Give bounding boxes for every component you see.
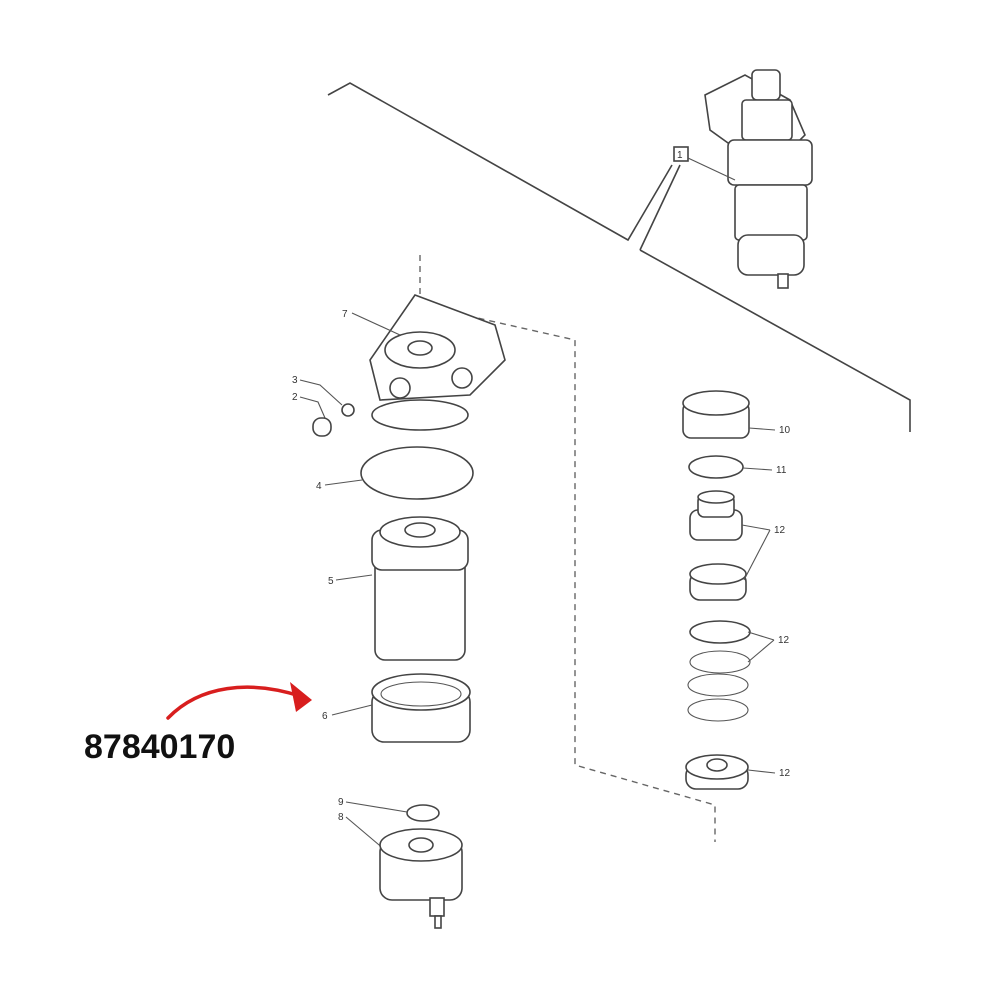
- callout-5: 5: [328, 576, 334, 587]
- retaining-nut-87840170: [371, 673, 471, 743]
- washer: [341, 403, 355, 417]
- assembly-illustration: 1: [673, 69, 813, 289]
- callout-7: 7: [342, 309, 348, 320]
- callout-8: 8: [338, 812, 344, 823]
- callout-4: 4: [316, 481, 322, 492]
- callout-2: 2: [292, 392, 298, 403]
- frame-line: [639, 164, 681, 251]
- callout-11: 11: [776, 465, 787, 476]
- water-bowl: [379, 828, 463, 929]
- callout-12b: 12: [778, 635, 790, 646]
- callout-assembly: 1: [677, 150, 683, 161]
- plug: [312, 417, 332, 437]
- callout-12c: 12: [779, 768, 791, 779]
- callout-10: 10: [779, 425, 791, 436]
- group-boundary: [419, 255, 716, 842]
- filter-cartridge: [371, 516, 469, 661]
- frame-line: [639, 249, 911, 432]
- part-number-label: 87840170: [84, 728, 236, 766]
- frame-line: [327, 82, 673, 242]
- callout-6: 6: [322, 711, 328, 722]
- red-arrow-icon: [166, 682, 312, 720]
- callout-3: 3: [292, 375, 298, 386]
- right-parts: [682, 390, 751, 790]
- callout-9: 9: [338, 797, 344, 808]
- filter-head: [369, 294, 506, 431]
- callout-12a: 12: [774, 525, 786, 536]
- o-ring: [406, 804, 440, 822]
- seal-ring: [360, 446, 474, 500]
